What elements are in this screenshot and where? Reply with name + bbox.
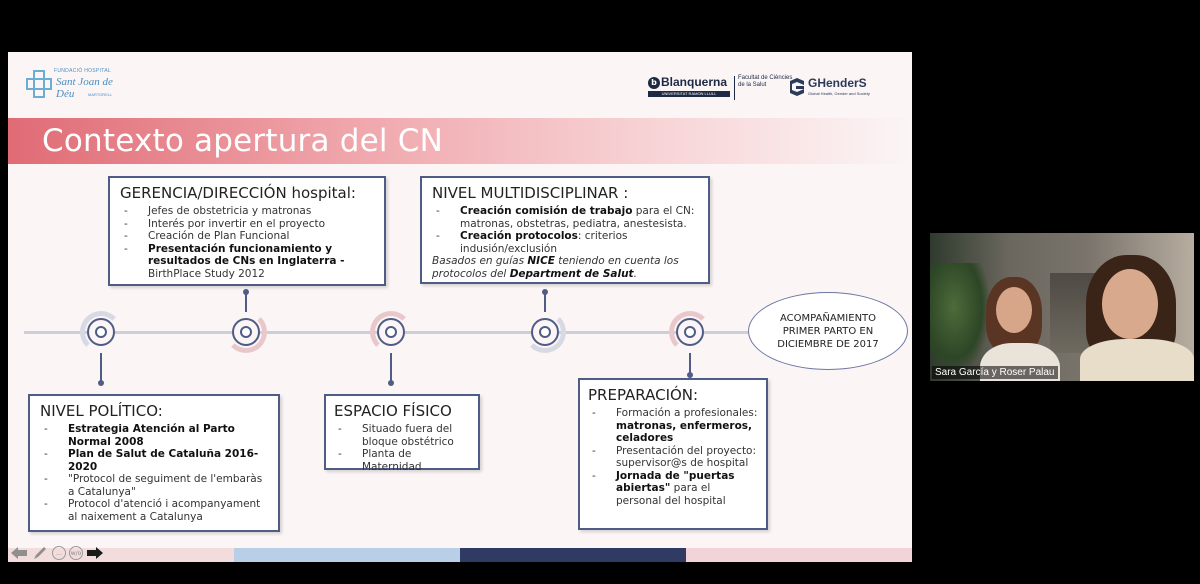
- multidisciplinar-box: NIVEL MULTIDISCIPLINAR : Creación comisi…: [420, 176, 710, 284]
- list-text: BirthPlace Study 2012: [148, 267, 265, 280]
- timeline-connector: [544, 292, 546, 312]
- participant-name-label: Sara García y Roser Palau: [932, 366, 1058, 379]
- logo-text: Blanquerna: [661, 75, 728, 89]
- list-item: Creación comisión de trabajo para el CN:…: [432, 205, 698, 230]
- list-item: Interés por invertir en el proyecto: [120, 218, 374, 231]
- plant: [930, 263, 990, 373]
- logo-text: UNIVERSITAT RAMON LLULL: [648, 91, 730, 97]
- box-heading: PREPARACIÓN:: [588, 386, 699, 404]
- list-item: Estrategia Atención al Parto Normal 2008: [40, 423, 268, 448]
- logo-text: FUNDACIÓ HOSPITAL: [54, 68, 111, 74]
- timeline-node-preparacion: [669, 311, 711, 353]
- box-heading: NIVEL POLÍTICO:: [40, 402, 163, 420]
- timeline-connector-dot: [98, 380, 104, 386]
- logo-text: MARTORELL: [88, 92, 113, 97]
- bold-text: Presentación funcionamiento y resultados…: [148, 242, 345, 268]
- logo-text: Facultat de Ciències de la Salut: [738, 75, 793, 88]
- ghenders-mark-icon: [790, 78, 804, 96]
- list-item: Creación protocolos: criterios indusión/…: [432, 230, 698, 255]
- subtitles-icon[interactable]: ...: [52, 546, 66, 560]
- list-item: Jefes de obstetricia y matronas: [120, 205, 374, 218]
- gerencia-box: GERENCIA/DIRECCIÓN hospital: Jefes de ob…: [108, 176, 386, 286]
- preparacion-box: PREPARACIÓN: Formación a profesionales: …: [578, 378, 768, 530]
- box-heading: ESPACIO FÍSICO: [334, 402, 452, 420]
- title-band: Contexto apertura del CN: [8, 118, 912, 164]
- timeline-node-multidisciplinar: [524, 311, 566, 353]
- list-item: Planta de Maternidad: [334, 448, 470, 473]
- list-item: Situado fuera del bloque obstétrico: [334, 423, 470, 448]
- slide-footer-bar: [8, 548, 912, 562]
- list-item: Creación de Plan Funcional: [120, 230, 374, 243]
- list-item: Presentación del proyecto: supervisor@s …: [588, 445, 758, 470]
- milestone-text: ACOMPAÑAMIENTO PRIMER PARTO EN DICIEMBRE…: [777, 312, 879, 350]
- blanquerna-b-icon: b: [648, 77, 660, 89]
- fundacio-hospital-logo: FUNDACIÓ HOSPITAL Sant Joan de Déu MARTO…: [26, 66, 126, 100]
- logo-divider: [734, 76, 735, 100]
- timeline-connector: [100, 353, 102, 383]
- list-item: "Protocol de seguiment de l'embaràs a Ca…: [40, 473, 268, 498]
- box-heading: GERENCIA/DIRECCIÓN hospital:: [120, 184, 356, 202]
- list-item: Protocol d'atenció i acompanyament al na…: [40, 498, 268, 523]
- logo-text: Global Health, Gender and Society: [808, 91, 870, 96]
- timeline-connector-dot: [542, 289, 548, 295]
- timeline-node-politico: [80, 311, 122, 353]
- milestone-oval: ACOMPAÑAMIENTO PRIMER PARTO EN DICIEMBRE…: [748, 292, 908, 370]
- back-arrow-icon[interactable]: [10, 545, 28, 561]
- presentation-slide: FUNDACIÓ HOSPITAL Sant Joan de Déu MARTO…: [8, 52, 912, 562]
- slideshow-toolbar: ... w/o: [10, 544, 104, 562]
- logo-text: GHenderS: [808, 76, 867, 90]
- box-heading: NIVEL MULTIDISCIPLINAR :: [432, 184, 629, 202]
- espacio-box: ESPACIO FÍSICO Situado fuera del bloque …: [324, 394, 480, 473]
- list-item: Jornada de "puertas abiertas" para el pe…: [588, 470, 758, 508]
- list-text: para el CN: matronas, obstetras, pediatr…: [460, 205, 695, 230]
- participant-video-tile[interactable]: Sara García y Roser Palau: [930, 233, 1194, 381]
- zoom-icon[interactable]: w/o: [69, 546, 83, 560]
- timeline-connector-dot: [388, 380, 394, 386]
- medical-cross-icon: [26, 70, 52, 98]
- list-text: : criterios indusión/exclusión: [460, 230, 628, 255]
- timeline-connector-dot: [243, 289, 249, 295]
- nice-paragraph: Basados en guías NICE teniendo en cuenta…: [432, 255, 679, 280]
- list-item: Plan de Salut de Cataluña 2016-2020: [40, 448, 268, 473]
- timeline-connector: [390, 353, 392, 383]
- timeline-node-gerencia: [225, 311, 267, 353]
- bold-text: Creación comisión de trabajo: [460, 205, 633, 217]
- bold-text: Creación protocolos: [460, 230, 578, 242]
- participant-right: [1080, 255, 1194, 381]
- slide-title: Contexto apertura del CN: [42, 123, 444, 159]
- timeline-connector-dot: [687, 372, 693, 378]
- timeline-connector: [245, 292, 247, 312]
- forward-arrow-icon[interactable]: [86, 545, 104, 561]
- list-item: Formación a profesionales: matronas, enf…: [588, 407, 758, 445]
- politico-box: NIVEL POLÍTICO: Estrategia Atención al P…: [28, 394, 280, 532]
- timeline-connector: [689, 353, 691, 375]
- pen-icon[interactable]: [31, 545, 49, 561]
- logo-text: Sant Joan de Déu: [56, 76, 113, 100]
- participant-left: [980, 273, 1060, 381]
- timeline-node-espacio: [370, 311, 412, 353]
- list-item: Presentación funcionamiento y resultados…: [120, 243, 374, 281]
- ghenders-logo: GHenderS Global Health, Gender and Socie…: [788, 76, 888, 100]
